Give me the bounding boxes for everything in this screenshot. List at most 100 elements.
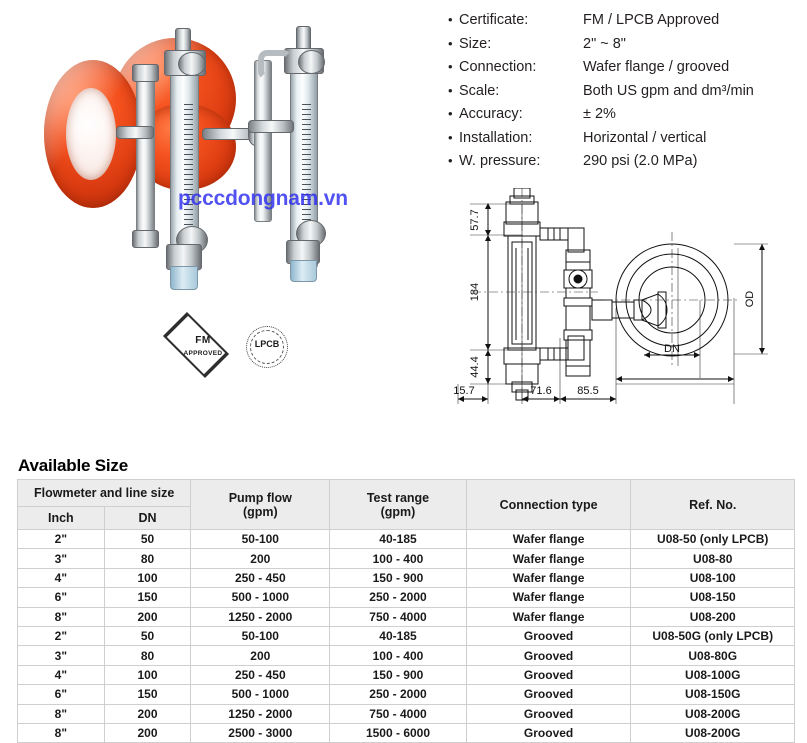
bullet-icon: • [448,129,453,145]
header-test-range-label: Test range [366,490,430,505]
header-flowmeter-line-size: Flowmeter and line size [16,479,192,507]
cell-test: 100 - 400 [329,645,467,666]
label-outer-diameter: OD [744,291,756,308]
lpcb-outer-ring [246,326,288,368]
cell-ref: U08-50 (only LPCB) [630,528,795,550]
cell-ref: U08-100 [630,567,795,589]
cell-ref: U08-150G [630,684,795,705]
cell-pump: 500 - 1000 [190,587,331,608]
meter-right-top-boss [298,50,325,74]
cell-dn: 100 [103,664,192,686]
cell-dn: 200 [103,722,192,743]
cell-inch: 8" [17,703,105,724]
cell-conn: Wafer flange [465,587,632,608]
spec-value-connection: Wafer flange / grooved [583,59,730,75]
spec-row-scale: • Scale: Both US gpm and dm³/min [448,83,798,107]
meter-left-top-fitting [132,64,159,82]
cell-inch: 4" [17,664,105,686]
header-pump-flow-unit: (gpm) [242,504,278,519]
cell-dn: 80 [103,645,192,666]
cell-pump: 250 - 450 [190,664,331,686]
cell-conn: Wafer flange [465,548,632,569]
cell-test: 100 - 400 [329,548,467,569]
spec-label-scale: Scale: [459,82,500,99]
meter-right-valve-handle [248,120,294,133]
cell-conn: Grooved [465,664,632,686]
cell-pump: 500 - 1000 [190,684,331,705]
header-test-range: Test range (gpm) [329,479,467,530]
cell-test: 250 - 2000 [329,684,467,705]
spec-label-certificate: Certificate: [459,12,529,28]
cell-ref: U08-200G [630,703,795,724]
technical-drawing: 57.7 184 44.4 15.7 71.6 85.5 OD DN pcccd… [448,188,800,428]
cell-inch: 8" [17,606,105,627]
spec-row-connection: • Connection: Wafer flange / grooved [448,59,798,83]
header-dn: DN [103,506,192,530]
spec-label-size: Size: [459,35,492,52]
spec-value-accuracy: ± 2% [583,106,616,122]
table-head: Flowmeter and line size Pump flow (gpm) … [16,479,795,530]
fm-logo-text: FM [195,335,211,346]
fm-approved-icon: FM APPROVED [162,311,238,379]
meter-right-elbow [258,50,292,80]
dim-mid-vertical: 184 [469,283,481,301]
cell-inch: 2" [17,528,105,550]
cell-test: 40-185 [329,528,467,550]
header-pump-flow-label: Pump flow [228,490,292,505]
cell-test: 750 - 4000 [329,703,467,724]
cell-ref: U08-100G [630,664,795,686]
header-connection-type: Connection type [465,479,632,530]
cell-ref: U08-150 [630,587,795,608]
spec-row-certificate: • Certificate: FM / LPCB Approved [448,12,798,36]
label-nominal-diameter: DN [664,343,680,355]
bullet-icon: • [448,153,453,168]
bullet-icon: • [448,59,453,74]
cell-inch: 3" [17,548,105,569]
cell-conn: Grooved [465,722,632,743]
cell-pump: 1250 - 2000 [190,703,331,724]
cell-test: 150 - 900 [329,664,467,686]
cell-test: 40-185 [329,625,467,647]
cell-conn: Wafer flange [465,606,632,627]
lpcb-icon: LPCB [244,324,290,368]
table-header-row-2: Inch DN [17,506,795,530]
cell-pump: 250 - 450 [190,567,331,589]
certification-logos: FM APPROVED LPCB [162,311,290,379]
dim-top-vertical: 57.7 [469,209,481,230]
cell-dn: 80 [103,548,192,569]
header-inch: Inch [17,506,105,530]
header-test-range-unit: (gpm) [380,504,416,519]
dim-bottom-vertical: 44.4 [469,356,481,377]
cell-pump: 200 [190,645,331,666]
cell-pump: 2500 - 3000 [190,722,331,743]
cell-pump: 1250 - 2000 [190,606,331,627]
cell-inch: 3" [17,645,105,666]
cell-conn: Grooved [465,684,632,705]
flange-bore [66,88,116,180]
cell-conn: Wafer flange [465,567,632,589]
cell-dn: 100 [103,567,192,589]
spec-row-working-pressure: • W. pressure: 290 psi (2.0 MPa) [448,153,798,177]
bullet-icon: • [448,106,453,121]
lpcb-inner-ring [250,330,284,364]
drawing-svg: 57.7 184 44.4 15.7 71.6 85.5 OD DN [453,188,768,404]
dim-mid-horizontal: 71.6 [530,385,551,397]
bullet-icon: • [448,12,453,27]
cell-dn: 200 [103,606,192,627]
spec-label-working-pressure: W. pressure: [459,153,541,169]
spec-label-accuracy: Accuracy: [459,106,523,122]
cell-pump: 50-100 [190,528,331,550]
product-photo: pcccdongnam.vn [18,8,368,318]
spec-row-installation: • Installation: Horizontal / vertical [448,130,798,154]
lpcb-logo-text: LPCB [254,339,280,349]
cell-inch: 4" [17,567,105,589]
meter-center-scale [184,104,193,234]
cell-ref: U08-200G [630,722,795,743]
